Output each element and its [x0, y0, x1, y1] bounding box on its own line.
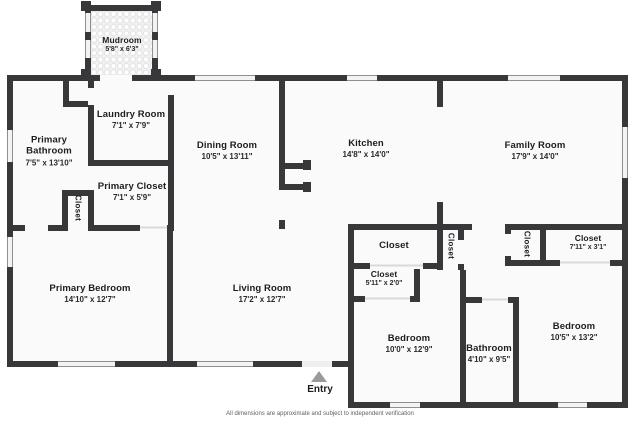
window	[558, 402, 587, 408]
room-label-living-room: Living Room 17'2" x 12'7"	[232, 283, 292, 305]
door	[560, 260, 610, 266]
wall-exterior-right	[622, 75, 628, 408]
wall	[279, 81, 285, 190]
wall	[348, 224, 472, 230]
room-label-primary-bedroom: Primary Bedroom 14'10" x 12'7"	[49, 283, 131, 305]
window	[390, 402, 420, 408]
wall	[437, 81, 443, 107]
window	[508, 75, 560, 81]
wall	[513, 298, 519, 408]
room-label-closet-vertical: Closet	[446, 232, 456, 260]
room-label-bedroom: Bedroom 10'0" x 12'9"	[385, 333, 433, 355]
wall	[460, 270, 466, 408]
wall	[88, 81, 94, 165]
wall-exterior-top	[7, 75, 628, 81]
door-opening	[505, 234, 511, 256]
wall-corner-post	[81, 69, 91, 79]
door-opening	[25, 225, 48, 231]
window	[197, 361, 253, 367]
mudroom-tile-floor	[91, 11, 152, 75]
wall	[303, 160, 311, 170]
wall	[168, 166, 174, 231]
wall	[348, 224, 354, 408]
door	[370, 263, 423, 269]
window	[622, 127, 628, 178]
room-label-mudroom: Mudroom 5'8" x 6'3"	[102, 35, 142, 54]
window	[7, 237, 13, 267]
wall	[279, 220, 285, 229]
room-label-family-room: Family Room 17'9" x 14'0"	[504, 140, 566, 162]
wall	[62, 190, 68, 231]
room-label-kitchen: Kitchen 14'8" x 14'0"	[342, 138, 390, 160]
wall	[85, 5, 158, 11]
window	[152, 40, 158, 58]
room-label-closet: Closet 7'11" x 3'1"	[569, 233, 607, 252]
wall	[167, 231, 173, 367]
room-label-primary-bathroom: Primary Bathroom 7'5" x 13'10"	[25, 134, 73, 168]
wall-exterior-bottom	[350, 402, 628, 408]
wall	[63, 81, 69, 107]
door-opening	[88, 88, 94, 105]
window	[7, 130, 13, 162]
room-label-closet-vertical: Closet	[522, 230, 532, 258]
room-label-closet-vertical: Closet	[73, 194, 83, 222]
door-opening	[100, 75, 132, 81]
door-opening	[68, 225, 88, 231]
room-label-closet: Closet 5'11" x 2'0"	[365, 269, 403, 288]
wall	[88, 160, 174, 166]
door	[365, 296, 410, 302]
wall	[63, 101, 94, 107]
room-label-bathroom: Bathroom 4'10" x 9'5"	[466, 343, 512, 365]
wall	[285, 163, 305, 169]
wall	[285, 184, 305, 190]
wall	[168, 95, 174, 166]
room-label-bedroom: Bedroom 10'5" x 13'2"	[550, 321, 598, 343]
wall	[540, 224, 546, 266]
window	[195, 75, 255, 81]
room-label-primary-closet: Primary Closet 7'1" x 5'9"	[97, 181, 167, 203]
door	[482, 297, 508, 303]
wall	[303, 182, 311, 192]
window	[152, 13, 158, 32]
wall-corner-post	[151, 69, 161, 79]
entry-label: Entry	[307, 384, 333, 395]
entry-door-opening	[302, 361, 332, 367]
wall	[414, 269, 420, 302]
wall-corner-post	[81, 1, 91, 11]
floor-bedroom-wing	[348, 224, 628, 408]
window	[85, 13, 91, 32]
room-label-closet: Closet	[379, 239, 409, 251]
wall	[62, 190, 94, 196]
room-label-dining-room: Dining Room 10'5" x 13'11"	[196, 140, 258, 162]
wall-corner-post	[151, 1, 161, 11]
window	[85, 40, 91, 58]
door-opening	[458, 240, 464, 264]
wall	[437, 202, 443, 270]
window	[347, 75, 377, 81]
room-label-laundry-room: Laundry Room 7'1" x 7'9"	[96, 109, 166, 131]
door	[140, 225, 167, 231]
wall	[88, 190, 94, 231]
wall-exterior-left	[7, 75, 13, 367]
entry-arrow-icon	[311, 371, 327, 382]
window	[58, 361, 115, 367]
disclaimer-text: All dimensions are approximate and subje…	[226, 411, 414, 417]
wall	[507, 224, 628, 230]
wall-exterior-bottom	[7, 361, 353, 367]
